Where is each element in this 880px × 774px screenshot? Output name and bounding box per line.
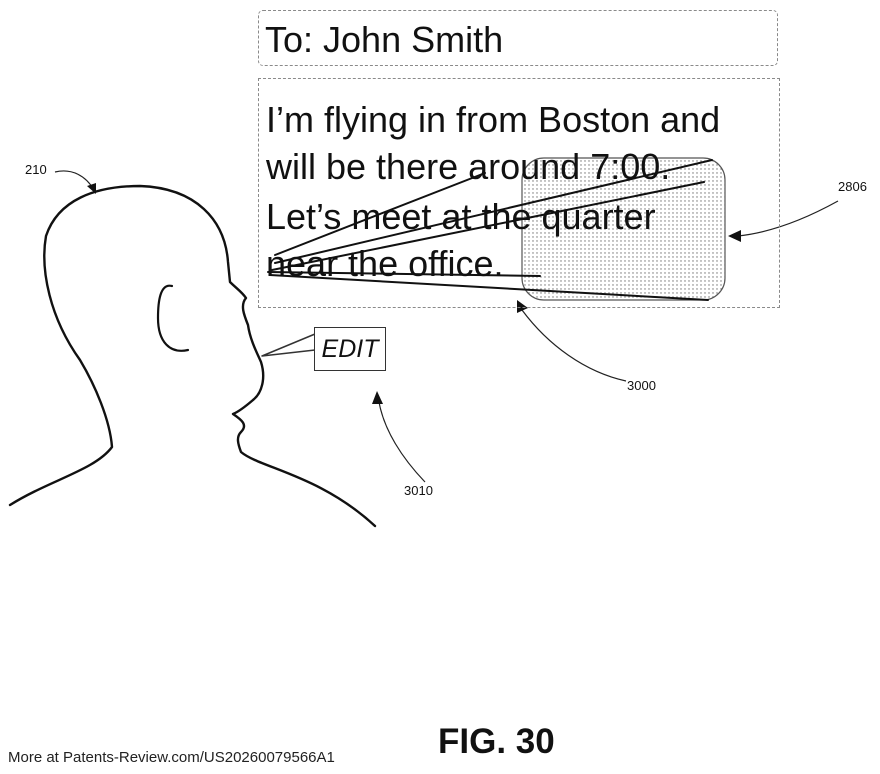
voice-command-text: EDIT bbox=[321, 335, 379, 363]
leader-line-3010 bbox=[378, 401, 426, 483]
arrowhead-3010 bbox=[372, 391, 383, 404]
message-line: will be there around 7:00. bbox=[266, 146, 671, 187]
message-line: I’m flying in from Boston and bbox=[266, 99, 721, 140]
footer-source: More at Patents-Review.com/US20260079566… bbox=[8, 749, 335, 766]
leader-line-2806 bbox=[737, 200, 839, 237]
speech-bubble bbox=[314, 327, 386, 371]
reference-numeral-3010: 3010 bbox=[404, 483, 433, 498]
leader-line-210 bbox=[54, 170, 95, 191]
user-head-outline bbox=[8, 184, 377, 528]
arrowhead-3000 bbox=[517, 300, 528, 313]
recipient-field[interactable] bbox=[258, 10, 778, 66]
figure-label: FIG. 30 bbox=[438, 722, 555, 761]
leader-line-3000 bbox=[521, 309, 627, 382]
message-body[interactable] bbox=[258, 78, 780, 308]
reference-numeral-210: 210 bbox=[25, 162, 47, 177]
user-ear bbox=[156, 284, 190, 352]
message-line: Let’s meet at the quarter bbox=[266, 196, 656, 237]
arrowhead-2806 bbox=[728, 230, 741, 242]
speech-bubble-tail bbox=[261, 333, 316, 357]
reference-numeral-3000: 3000 bbox=[627, 378, 656, 393]
recipient-text: To: John Smith bbox=[265, 19, 504, 60]
message-line: near the office. bbox=[266, 243, 504, 284]
gaze-lines bbox=[267, 159, 713, 301]
arrowhead-210 bbox=[87, 183, 96, 194]
reference-numeral-2806: 2806 bbox=[838, 179, 867, 194]
